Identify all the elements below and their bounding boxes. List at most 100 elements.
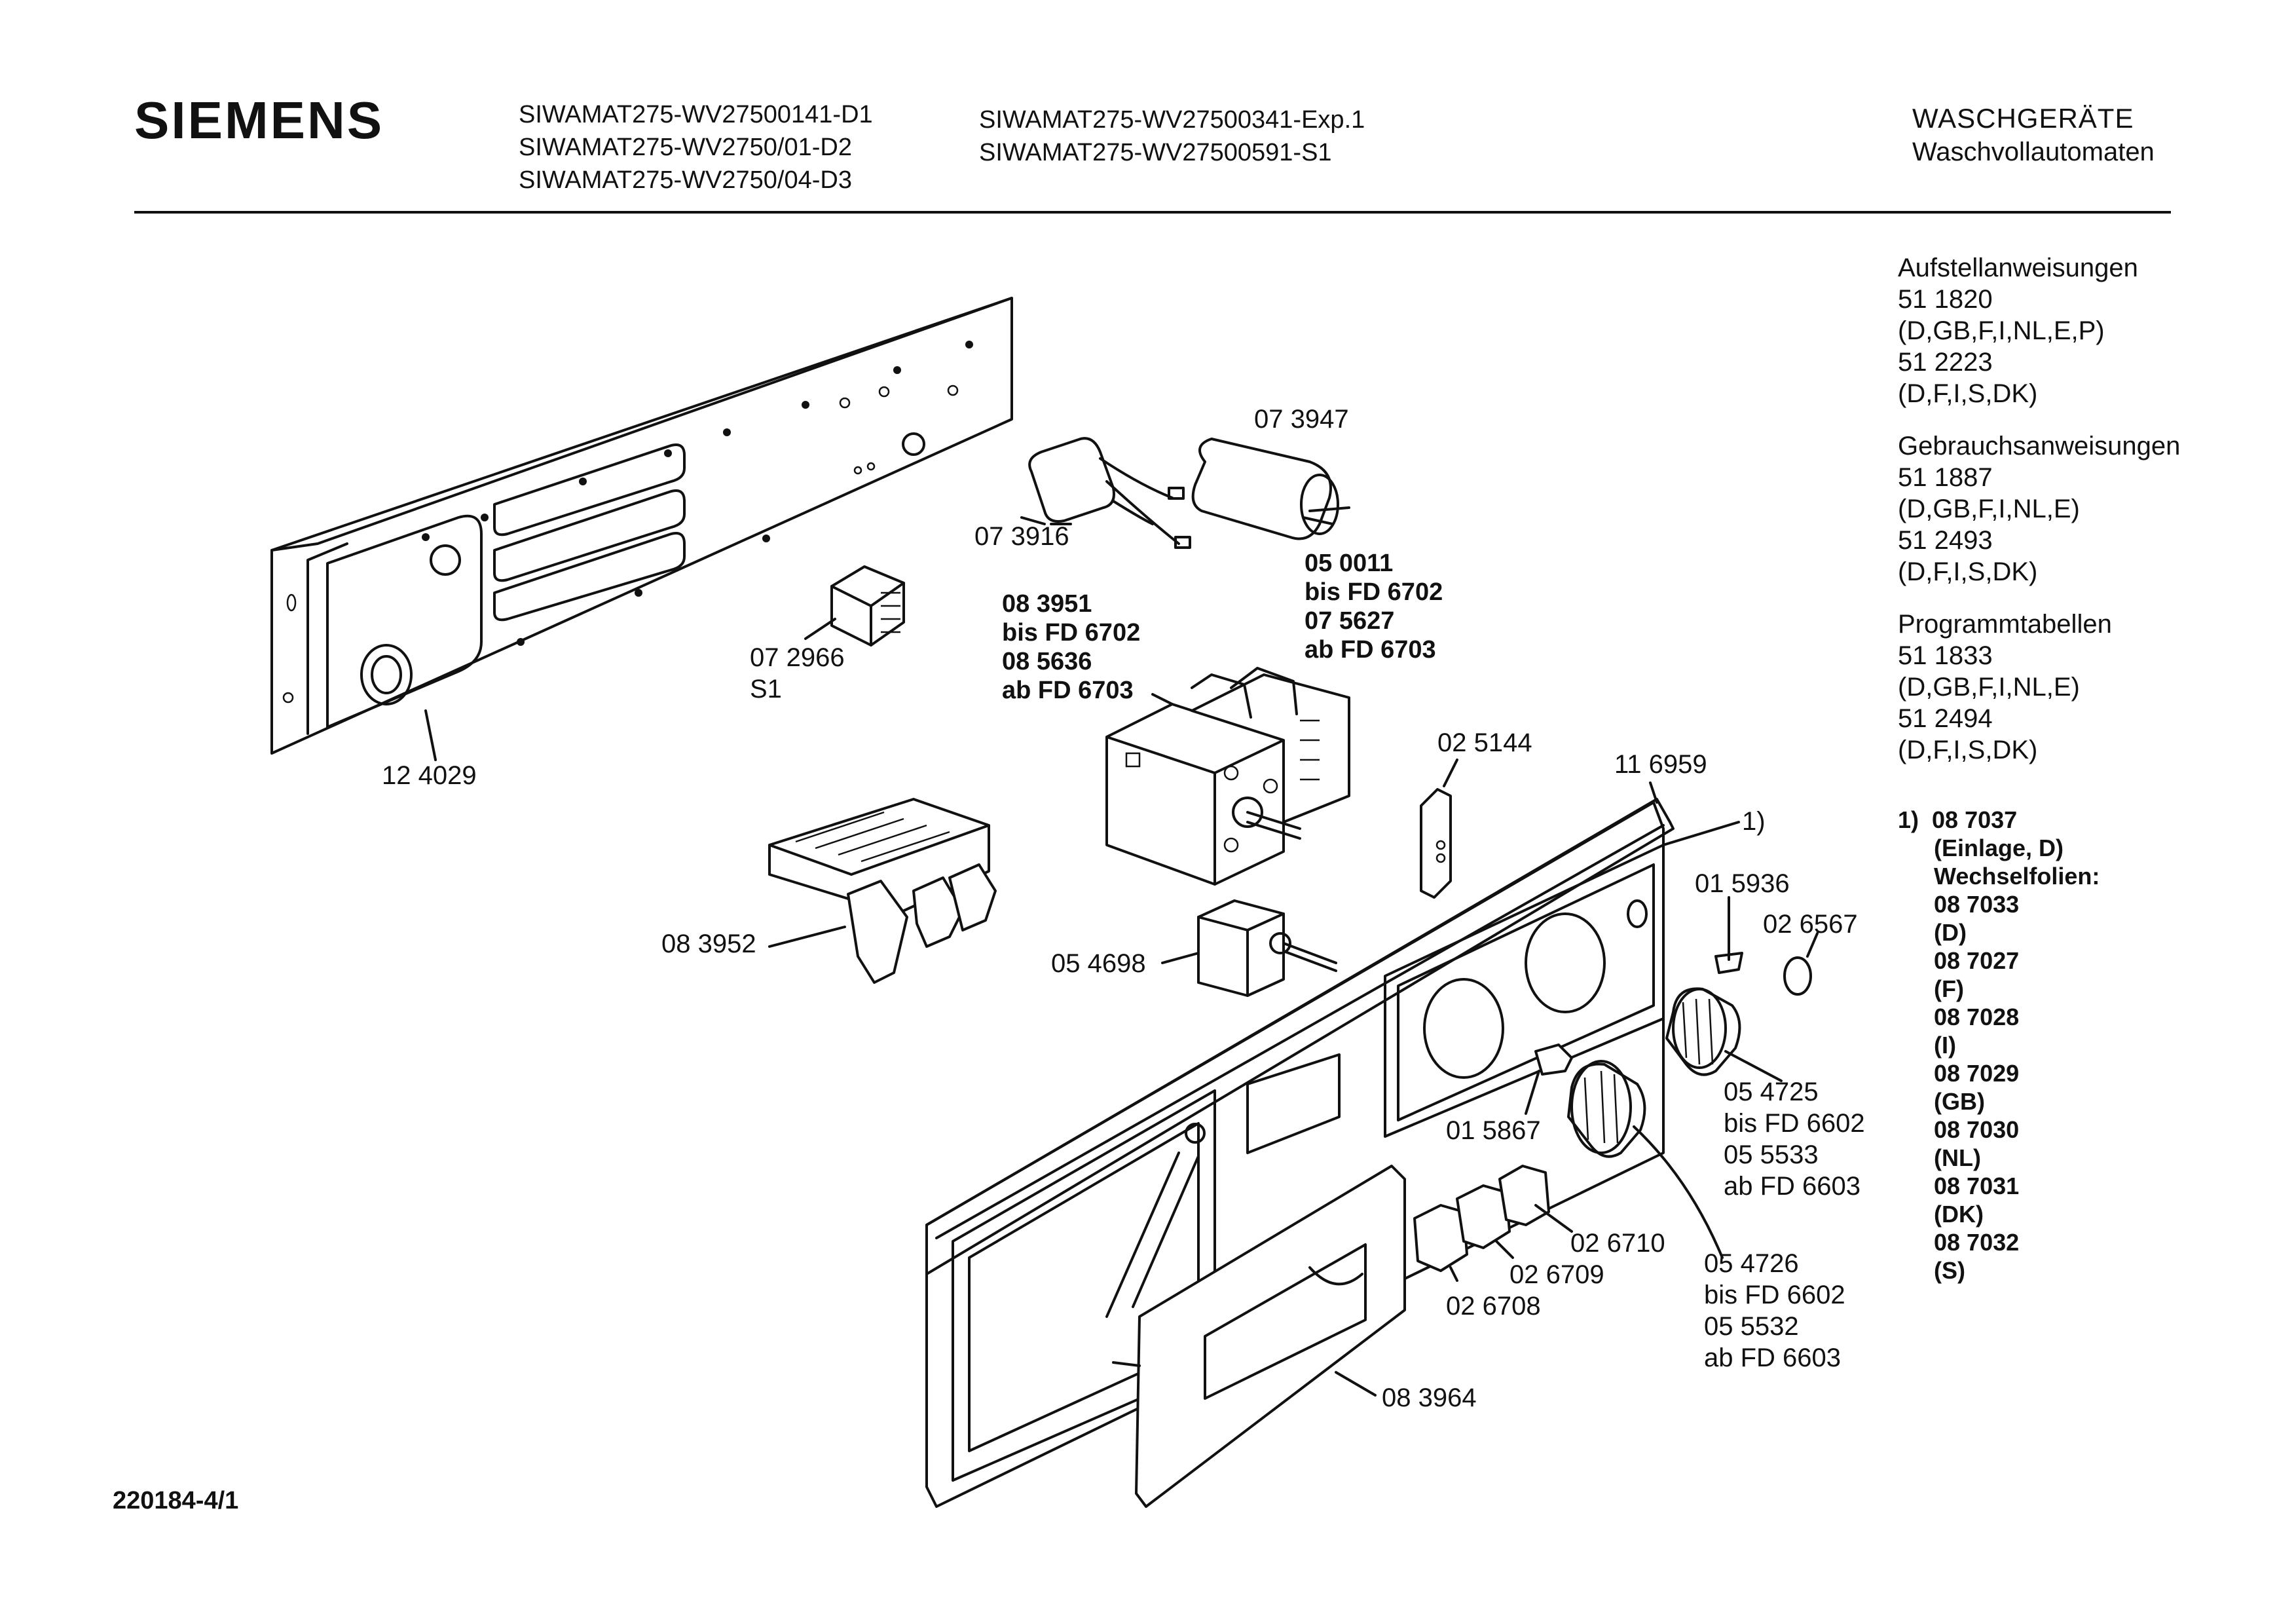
category-title: WASCHGERÄTE [1912,103,2134,134]
rear-bracket-part [270,297,1013,761]
model-line: SIWAMAT275-WV27500591-S1 [979,139,1332,166]
doc-number: 51 1820 [1898,285,1993,314]
footnote-number: 08 7037 [1932,806,2018,833]
footnote-foils: 1) 08 7037 (Einlage, D) Wechselfolien: 0… [1898,806,2100,1285]
program-selector-part [1105,667,1350,886]
pushbuttons-part [1413,1165,1573,1282]
part-number: 05 5533 [1724,1140,1819,1169]
doc-number: 51 2493 [1898,526,1993,555]
foil-number: 08 7031 [1934,1173,2020,1199]
clip-part [1525,1043,1573,1115]
part-label-050011: 05 0011 bis FD 6702 07 5627 ab FD 6703 [1305,549,1443,664]
model-line: SIWAMAT275-WV2750/01-D2 [519,134,852,161]
part-number: 05 4726 [1704,1249,1799,1278]
brand-logo: SIEMENS [134,91,384,149]
doc-group-title: Aufstellanweisungen [1898,253,2138,282]
foil-lang: (I) [1934,1032,1956,1059]
part-label-083951: 08 3951 bis FD 6702 08 5636 ab FD 6703 [1002,590,1140,705]
footnote-note: (Einlage, D) [1934,835,2064,861]
part-label-054726: 05 4726 bis FD 6602 05 5532 ab FD 6603 [1704,1248,1845,1374]
screw-part [1714,896,1743,974]
part-label-124029: 12 4029 [382,761,477,790]
part-label-026709: 02 6709 [1509,1260,1604,1289]
foil-lang: (S) [1934,1257,1965,1284]
drawer-front-part [1112,1165,1406,1508]
doc-group-title: Programmtabellen [1898,610,2112,639]
part-number: 07 5627 [1305,607,1395,635]
doc-group-title: Gebrauchsanweisungen [1898,432,2181,460]
foil-number: 08 7029 [1934,1060,2020,1087]
part-label-116959: 11 6959 [1614,750,1707,779]
footnote-head: 1) 08 7037 [1898,806,2100,834]
part-label-025144: 02 5144 [1437,728,1532,757]
part-label-026710: 02 6710 [1570,1229,1665,1258]
part-label-026567: 02 6567 [1763,910,1858,939]
part-label-054698: 05 4698 [1051,949,1146,978]
doc-languages: (D,F,I,S,DK) [1898,379,2038,408]
switch-s1-part [804,565,905,647]
cap-part [1783,932,1819,996]
header-rule [134,211,2171,214]
rotary-switch-part [1161,899,1337,997]
part-number: 05 0011 [1305,550,1394,577]
category-subtitle: Waschvollautomaten [1912,138,2155,166]
part-label-083964: 08 3964 [1382,1383,1477,1412]
part-range: ab FD 6603 [1724,1172,1861,1201]
doc-languages: (D,F,I,S,DK) [1898,557,2038,586]
part-range: ab FD 6703 [1002,677,1134,704]
foil-number: 08 7028 [1934,1004,2020,1030]
bracket-025144-part [1420,759,1458,899]
doc-number: 51 2494 [1898,704,1993,733]
document-references: Aufstellanweisungen 51 1820 (D,GB,F,I,NL… [1898,252,2180,787]
footnote-marker: 1) [1898,806,1919,833]
part-label-054725: 05 4725 bis FD 6602 05 5533 ab FD 6603 [1724,1076,1865,1202]
model-line: SIWAMAT275-WV27500341-Exp.1 [979,106,1365,134]
part-range: bis FD 6602 [1724,1109,1865,1138]
foil-lang: (NL) [1934,1144,1981,1171]
fascia-panel-part [925,781,1740,1508]
part-range: bis FD 6702 [1305,578,1443,606]
doc-group-installation: Aufstellanweisungen 51 1820 (D,GB,F,I,NL… [1898,252,2180,409]
model-list-2: SIWAMAT275-WV27500341-Exp.1 SIWAMAT275-W… [979,103,1365,169]
part-label-015936: 01 5936 [1695,869,1790,898]
doc-group-program-tables: Programmtabellen 51 1833 (D,GB,F,I,NL,E)… [1898,609,2180,766]
foil-number: 08 7027 [1934,947,2020,974]
doc-number: 51 2223 [1898,348,1993,377]
part-label-083952: 08 3952 [661,929,756,958]
model-list-1: SIWAMAT275-WV27500141-D1 SIWAMAT275-WV27… [519,98,873,197]
part-range: ab FD 6603 [1704,1343,1842,1372]
pushbutton-switch-part [768,798,997,984]
doc-number: 51 1887 [1898,463,1993,492]
part-number: 05 4725 [1724,1078,1819,1106]
foil-number: 08 7032 [1934,1229,2020,1256]
model-line: SIWAMAT275-WV27500141-D1 [519,101,873,128]
part-range: bis FD 6702 [1002,619,1141,647]
part-label-073947: 07 3947 [1254,405,1349,434]
part-range: ab FD 6703 [1305,636,1436,664]
foil-lang: (F) [1934,975,1964,1002]
doc-languages: (D,GB,F,I,NL,E,P) [1898,316,2105,345]
model-line: SIWAMAT275-WV2750/04-D3 [519,166,852,194]
capacitor-small-part [1028,437,1191,549]
doc-languages: (D,GB,F,I,NL,E) [1898,495,2080,523]
part-number: 05 5532 [1704,1312,1799,1341]
doc-group-operating: Gebrauchsanweisungen 51 1887 (D,GB,F,I,N… [1898,430,2180,588]
footnote-heading: Wechselfolien: [1934,863,2100,890]
doc-number: 51 1833 [1898,641,1993,670]
footnote-reference: 1) [1742,807,1766,836]
foil-lang: (DK) [1934,1201,1984,1228]
part-variant: S1 [750,675,782,704]
part-number: 07 2966 [750,643,845,672]
knob-large-part [1567,1060,1724,1259]
drawing-number: 220184-4/1 [113,1487,239,1514]
foil-lang: (GB) [1934,1088,1985,1115]
part-number: 08 5636 [1002,648,1092,675]
doc-languages: (D,F,I,S,DK) [1898,736,2038,764]
part-label-072966: 07 2966 S1 [750,642,845,705]
part-label-073916: 07 3916 [974,522,1069,551]
part-range: bis FD 6602 [1704,1281,1845,1309]
part-label-015867: 01 5867 [1446,1116,1541,1145]
part-number: 08 3951 [1002,590,1092,618]
foil-number: 08 7030 [1934,1116,2020,1143]
